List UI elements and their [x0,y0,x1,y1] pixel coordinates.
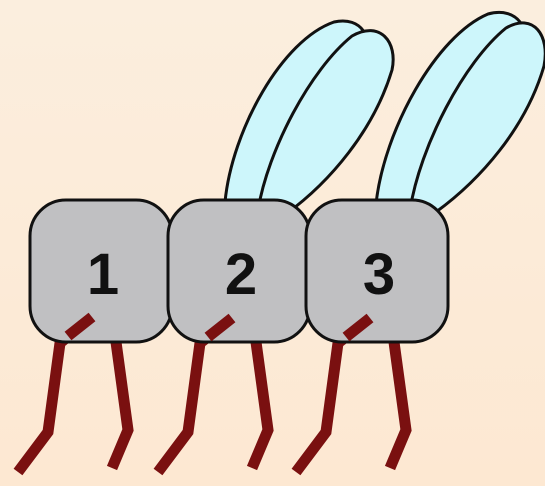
segment-label-3: 3 [363,242,395,307]
body-segment-3: 3 [306,200,448,342]
segment-label-2: 2 [225,242,257,307]
body-segment-1: 1 [30,200,172,342]
segment-label-1: 1 [87,242,119,307]
body-segment-2: 2 [168,200,310,342]
